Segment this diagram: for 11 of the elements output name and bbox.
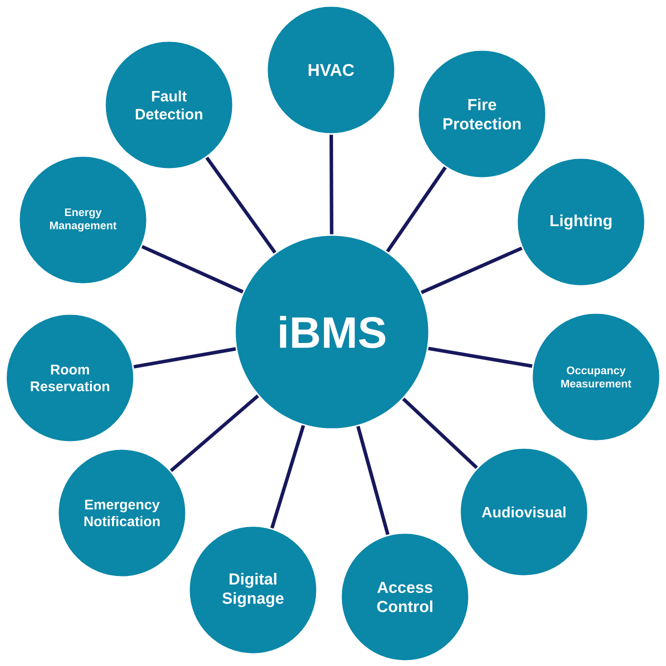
connector-line (428, 346, 532, 368)
connector-line (170, 394, 260, 472)
connector-line (141, 244, 244, 294)
connector-line (402, 398, 478, 469)
connector-line (133, 347, 236, 369)
connector-line (386, 166, 447, 252)
connector-line (420, 246, 522, 294)
connector-line (356, 426, 390, 536)
connector-line (205, 156, 276, 254)
connector-line (270, 424, 306, 529)
connector-line (330, 134, 334, 234)
